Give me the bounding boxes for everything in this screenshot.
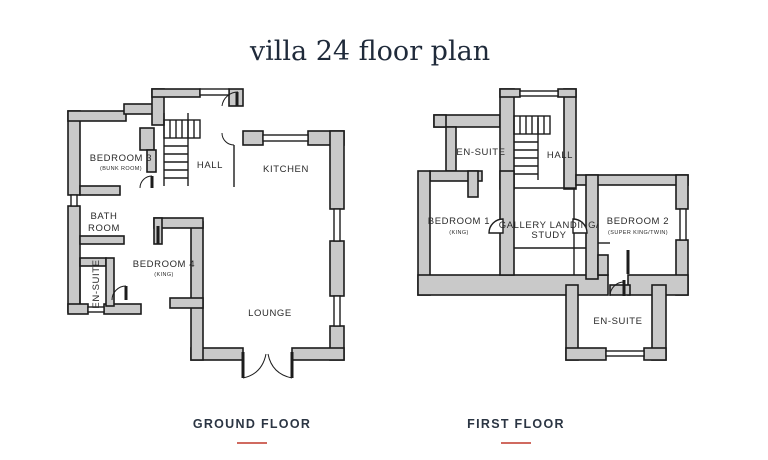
ground-floor-labels: BEDROOM 3 (BUNK ROOM) HALL KITCHEN BATH … [88, 153, 309, 319]
wall [445, 126, 457, 172]
ground-floor-plan [67, 88, 345, 379]
room-label-bedroom-4: BEDROOM 4 [133, 259, 195, 270]
wall [417, 274, 609, 296]
wall [433, 114, 447, 128]
wall [79, 235, 125, 245]
wall [169, 297, 204, 309]
door-swing [267, 353, 293, 379]
window [70, 194, 78, 207]
wall [242, 130, 264, 146]
room-label-en-suite-bottom: EN-SUITE [593, 316, 642, 327]
room-label-kitchen: KITCHEN [263, 164, 309, 175]
room-label-bedroom-3: BEDROOM 3 [90, 153, 152, 164]
door-swing [221, 91, 239, 107]
stairs [163, 119, 201, 179]
room-sublabel-king: (KING) [154, 272, 174, 278]
room-label-bedroom-1: BEDROOM 1 [428, 216, 490, 227]
wall [565, 347, 607, 361]
door-swing [609, 281, 625, 297]
room-sublabel-king: (KING) [449, 230, 469, 236]
stairs [513, 115, 551, 175]
door-arch [572, 218, 588, 234]
wall [67, 303, 89, 315]
wall [67, 205, 81, 313]
room-label-en-suite-top: EN-SUITE [456, 147, 505, 158]
door-arch [488, 218, 504, 234]
window [333, 208, 341, 242]
room-label-hall: HALL [197, 160, 223, 171]
room-label-gallery-landing: GALLERY LANDING/ [499, 220, 600, 231]
wall [329, 240, 345, 297]
door-swing [221, 132, 235, 146]
first-floor-label: FIRST FLOOR [467, 417, 565, 431]
wall [123, 103, 155, 115]
wall [597, 254, 609, 276]
door-swing [139, 175, 153, 189]
wall [499, 88, 521, 98]
room-label-bedroom-2: BEDROOM 2 [607, 216, 669, 227]
window [87, 306, 105, 313]
room-label-hall: HALL [547, 150, 573, 161]
room-label-room: ROOM [88, 223, 120, 234]
ground-floor-label: GROUND FLOOR [193, 417, 311, 431]
wall [151, 88, 201, 98]
window [519, 90, 559, 97]
room-label-lounge: LOUNGE [248, 308, 292, 319]
window [262, 134, 309, 142]
window [333, 295, 341, 327]
room-sublabel-bunk-room: (BUNK ROOM) [100, 166, 142, 172]
wall [146, 149, 157, 173]
wall [675, 174, 689, 210]
room-label-study: STUDY [531, 230, 566, 241]
wall [563, 88, 577, 190]
first-floor-labels: EN-SUITE HALL BEDROOM 1 (KING) GALLERY L… [428, 147, 669, 327]
window [679, 208, 687, 241]
page-title: villa 24 floor plan [249, 36, 490, 67]
window [605, 350, 645, 357]
door-swing [111, 285, 127, 301]
wall [67, 110, 81, 196]
wall [139, 127, 155, 151]
wall [329, 130, 345, 210]
wall [609, 284, 631, 296]
window [199, 88, 230, 96]
wall [291, 347, 345, 361]
wall [105, 257, 115, 307]
wall [557, 88, 577, 98]
wall [643, 347, 667, 361]
wall [79, 185, 121, 196]
door-swing [242, 353, 267, 379]
wall [190, 221, 204, 361]
room-label-en-suite: EN-SUITE [91, 259, 102, 308]
room-label-bath: BATH [90, 211, 117, 222]
first-floor-plan [417, 88, 689, 361]
room-sublabel-super-king-twin: (SUPER KING/TWIN) [608, 230, 668, 236]
wall [67, 110, 127, 122]
wall [467, 170, 479, 198]
